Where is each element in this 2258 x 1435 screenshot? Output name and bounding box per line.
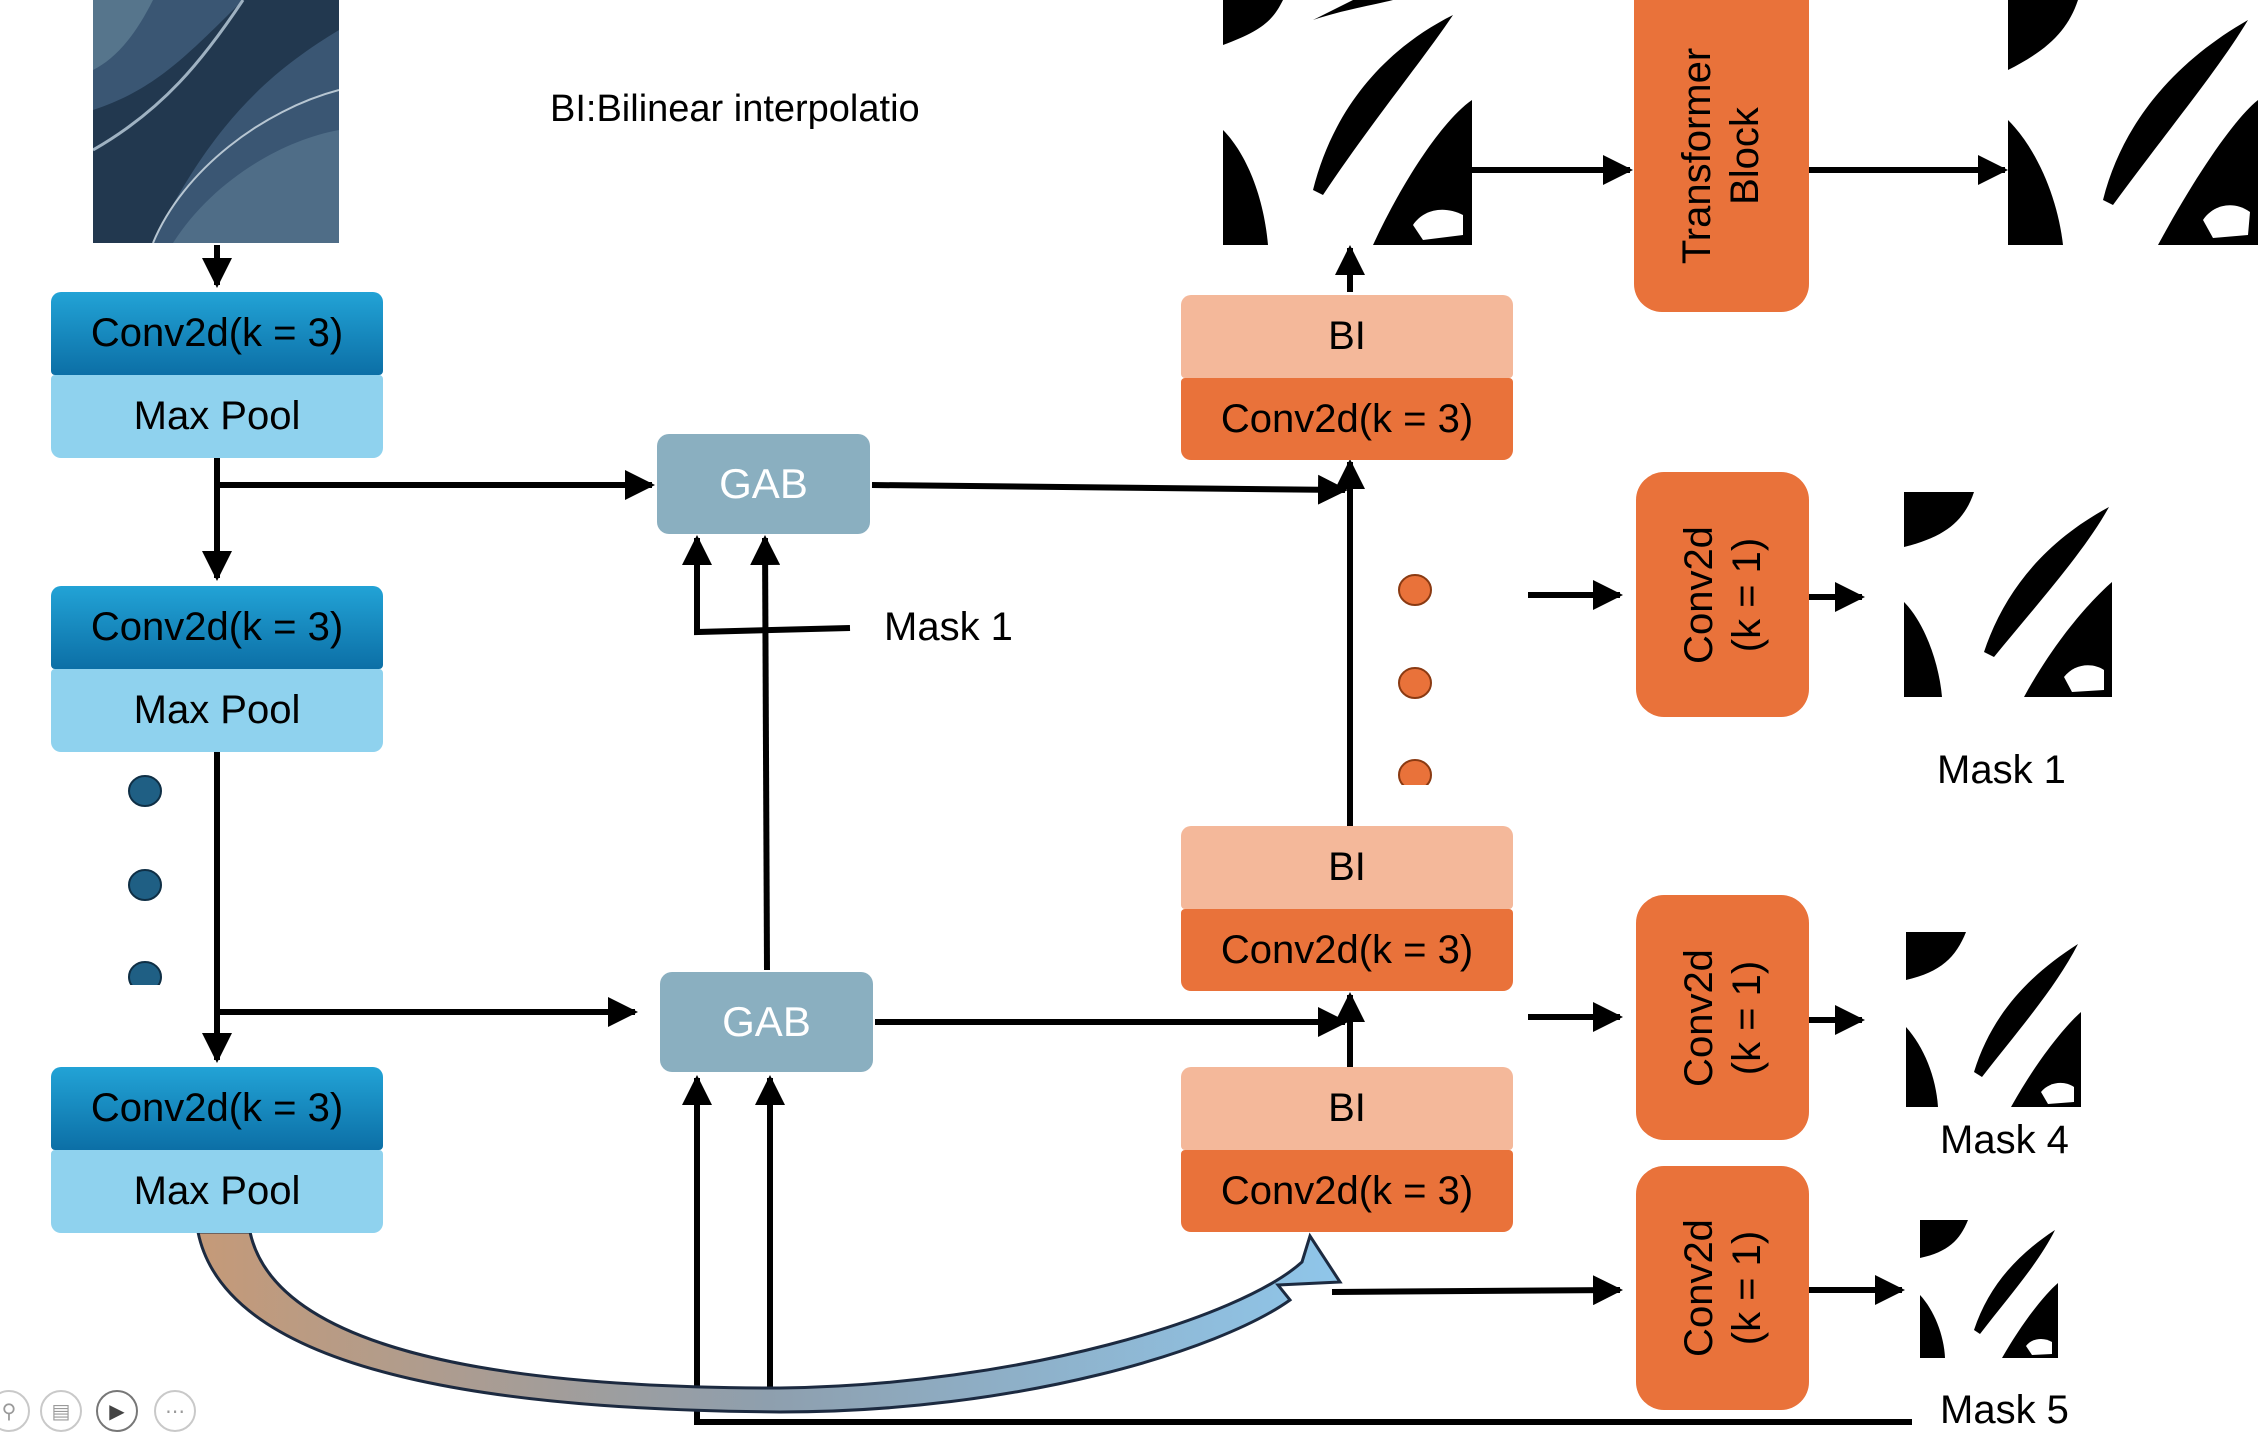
head1-label-line1: Conv2d: [1676, 525, 1721, 664]
mask-5-image: [1920, 1220, 2058, 1358]
encoder-conv-1: Conv2d(k = 3): [51, 292, 383, 375]
decoder-conv-3: Conv2d(k = 3): [1181, 1150, 1513, 1232]
encoder-maxpool-1: Max Pool: [51, 375, 383, 458]
decoder-bi-2: BI: [1181, 826, 1513, 909]
mask-5-label: Mask 5: [1940, 1388, 2069, 1432]
mask-4-image: [1906, 932, 2081, 1107]
encoder-conv-3: Conv2d(k = 3): [51, 1067, 383, 1150]
more-icon[interactable]: ⋯: [154, 1390, 196, 1432]
head-conv1x1-2: Conv2d(k = 1): [1636, 895, 1809, 1140]
arrow-mask5-to-gab2: [682, 1075, 1912, 1425]
transformer-label-line2: Block: [1723, 107, 1768, 205]
gab-mask-label: Mask 1: [884, 605, 1013, 649]
decoder-bi-1: BI: [1181, 295, 1513, 378]
head-conv1x1-1: Conv2d(k = 1): [1636, 472, 1809, 717]
legend-note: BI:Bilinear interpolatio: [550, 88, 920, 130]
gab-block-1: GAB: [657, 434, 870, 534]
gab-block-2: GAB: [660, 972, 873, 1072]
decoder-bi-3: BI: [1181, 1067, 1513, 1150]
input-satellite-image: [93, 0, 339, 243]
head2-label-line2: (k = 1): [1724, 960, 1769, 1075]
arrow-mask1-to-gab1: [682, 535, 851, 636]
arrow-dec3-to-head3: [1331, 1275, 1623, 1306]
encoder-maxpool-2: Max Pool: [51, 669, 383, 752]
coarse-mask-image: [1223, 0, 1472, 245]
head3-label-line2: (k = 1): [1724, 1230, 1769, 1346]
zoom-icon[interactable]: ⚲: [0, 1390, 30, 1432]
encoder-ellipsis: [128, 775, 162, 985]
decoder-ellipsis: [1398, 574, 1432, 785]
transformer-label-line1: Transformer: [1675, 47, 1720, 265]
video-icon[interactable]: ▶: [96, 1390, 138, 1432]
slides-icon[interactable]: ▤: [40, 1390, 82, 1432]
encoder-conv-2: Conv2d(k = 3): [51, 586, 383, 669]
mask-1-image: [1904, 492, 2112, 697]
mask-4-label: Mask 4: [1940, 1118, 2069, 1162]
skip-connection-arrow: [196, 1230, 1343, 1414]
head3-label-line1: Conv2d: [1676, 1219, 1721, 1357]
mask-1-label: Mask 1: [1937, 748, 2066, 792]
decoder-conv-1: Conv2d(k = 3): [1181, 378, 1513, 460]
refined-mask-image: [2008, 0, 2258, 245]
decoder-conv-2: Conv2d(k = 3): [1181, 909, 1513, 991]
arrow-gab1-to-decoder: [871, 474, 1348, 505]
head1-label-line2: (k = 1): [1724, 537, 1769, 652]
head2-label-line1: Conv2d: [1676, 948, 1721, 1087]
arrow-gab2-to-gab1: [750, 535, 781, 971]
encoder-maxpool-3: Max Pool: [51, 1150, 383, 1233]
head-conv1x1-3: Conv2d(k = 1): [1636, 1166, 1809, 1410]
